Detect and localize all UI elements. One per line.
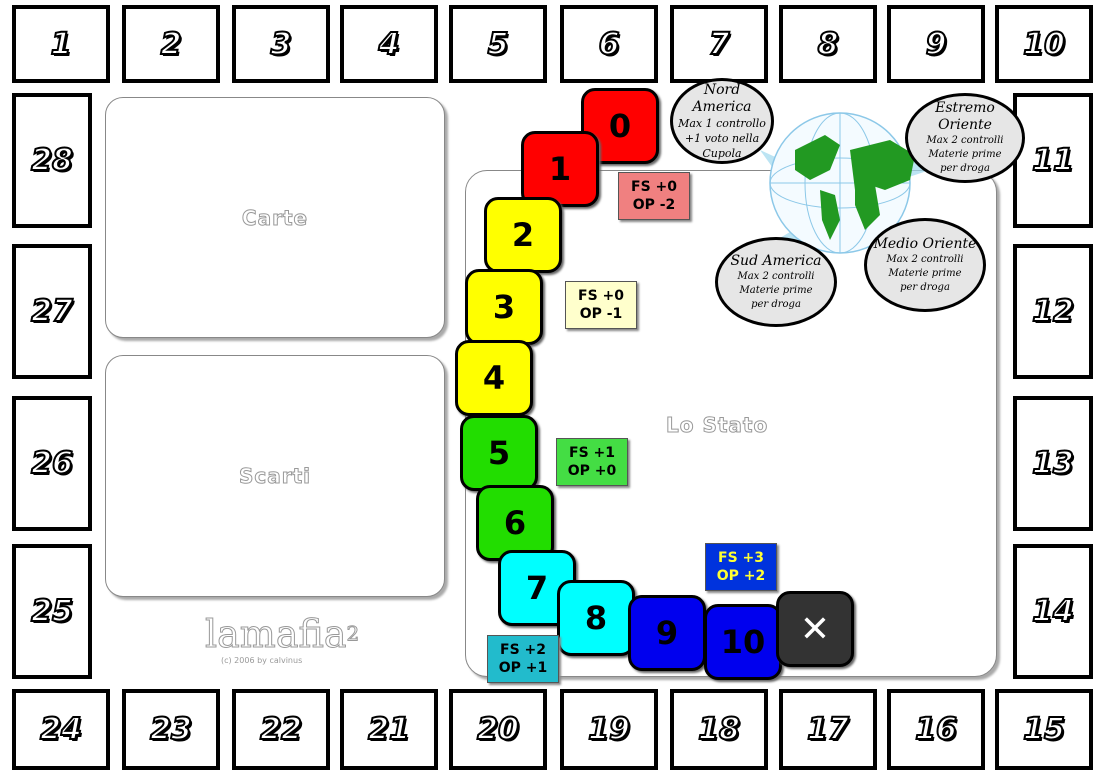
board-square[interactable]: 6 [560,5,658,83]
track-tile[interactable]: 4 [455,340,533,416]
modifier-callout: FS +1 OP +0 [556,438,628,486]
track-tile[interactable]: 9 [628,595,706,671]
board-square[interactable]: 26 [12,396,92,531]
board-square[interactable]: 7 [670,5,768,83]
track-tile[interactable]: 2 [484,197,562,273]
board-square[interactable]: 27 [12,244,92,379]
op-modifier: OP +2 [716,568,766,584]
modifier-callout: FS +3 OP +2 [705,543,777,591]
board-square[interactable]: 25 [12,544,92,679]
fs-modifier: FS +0 [578,288,624,304]
op-modifier: OP +0 [567,463,617,479]
modifier-callout: FS +0 OP -2 [618,172,690,220]
board-square[interactable]: 2 [122,5,220,83]
state-label: Lo Stato [665,413,769,438]
board-square[interactable]: 15 [995,689,1093,770]
region-rule: Materie prime [739,284,813,296]
game-logo: lamafia2 (c) 2006 by calvinus [205,612,360,666]
board-square[interactable]: 3 [232,5,330,83]
track-tile[interactable]: ✕ [776,591,854,667]
board-square[interactable]: 10 [995,5,1093,83]
track-tile[interactable]: 8 [557,580,635,656]
track-tile[interactable]: 5 [460,415,538,491]
fs-modifier: FS +3 [718,550,764,566]
board-square[interactable]: 14 [1013,544,1093,679]
board-square[interactable]: 20 [449,689,547,770]
region-rule: per droga [751,298,801,310]
logo-title: lamafia [205,612,347,657]
board-square[interactable]: 16 [887,689,985,770]
board-square[interactable]: 8 [779,5,877,83]
board-square[interactable]: 19 [560,689,658,770]
board-square[interactable]: 5 [449,5,547,83]
board-square[interactable]: 4 [340,5,438,83]
board-square[interactable]: 17 [779,689,877,770]
op-modifier: OP -1 [579,306,623,322]
track-tile[interactable]: 6 [476,485,554,561]
board-square[interactable]: 13 [1013,396,1093,531]
fs-modifier: FS +2 [500,642,546,658]
region-name: Estremo Oriente [935,100,995,133]
region-name: Nord America [692,81,752,115]
region-name: Sud America [730,252,822,269]
cards-panel[interactable]: Carte [105,97,445,338]
logo-superscript: 2 [346,621,360,646]
track-tile[interactable]: 10 [704,604,782,680]
region-rule: per droga [900,281,950,293]
discards-panel[interactable]: Scarti [105,355,445,597]
region-rule: Materie prime [888,267,962,279]
discards-label: Scarti [238,464,312,489]
board-square[interactable]: 12 [1013,244,1093,379]
fs-modifier: FS +0 [631,179,677,195]
op-modifier: OP -2 [632,197,676,213]
board-square[interactable]: 1 [12,5,110,83]
board-square[interactable]: 11 [1013,93,1093,228]
fs-modifier: FS +1 [569,445,615,461]
modifier-callout: FS +2 OP +1 [487,635,559,683]
region-rule: Materie prime [928,149,1002,160]
track-tile[interactable]: 1 [521,131,599,207]
track-tile[interactable]: 3 [465,269,543,345]
region-rule: Max 2 controlli [886,253,964,265]
region-rule: Cupola [702,146,742,160]
logo-credit: (c) 2006 by calvinus [221,656,303,665]
board-square[interactable]: 21 [340,689,438,770]
board-square[interactable]: 24 [12,689,110,770]
region-rule: Max 2 controlli [737,270,815,282]
region-name: Medio Oriente [873,235,977,252]
region-rule: Max 1 controllo [678,116,766,130]
board-square[interactable]: 28 [12,93,92,228]
region-rule: per droga [940,163,990,174]
modifier-callout: FS +0 OP -1 [565,281,637,329]
cards-label: Carte [241,205,309,230]
board-square[interactable]: 22 [232,689,330,770]
op-modifier: OP +1 [498,660,548,676]
region-rule: Max 2 controlli [926,135,1004,146]
board-square[interactable]: 23 [122,689,220,770]
board-square[interactable]: 9 [887,5,985,83]
region-rule: +1 voto nella [684,131,760,145]
board-square[interactable]: 18 [670,689,768,770]
